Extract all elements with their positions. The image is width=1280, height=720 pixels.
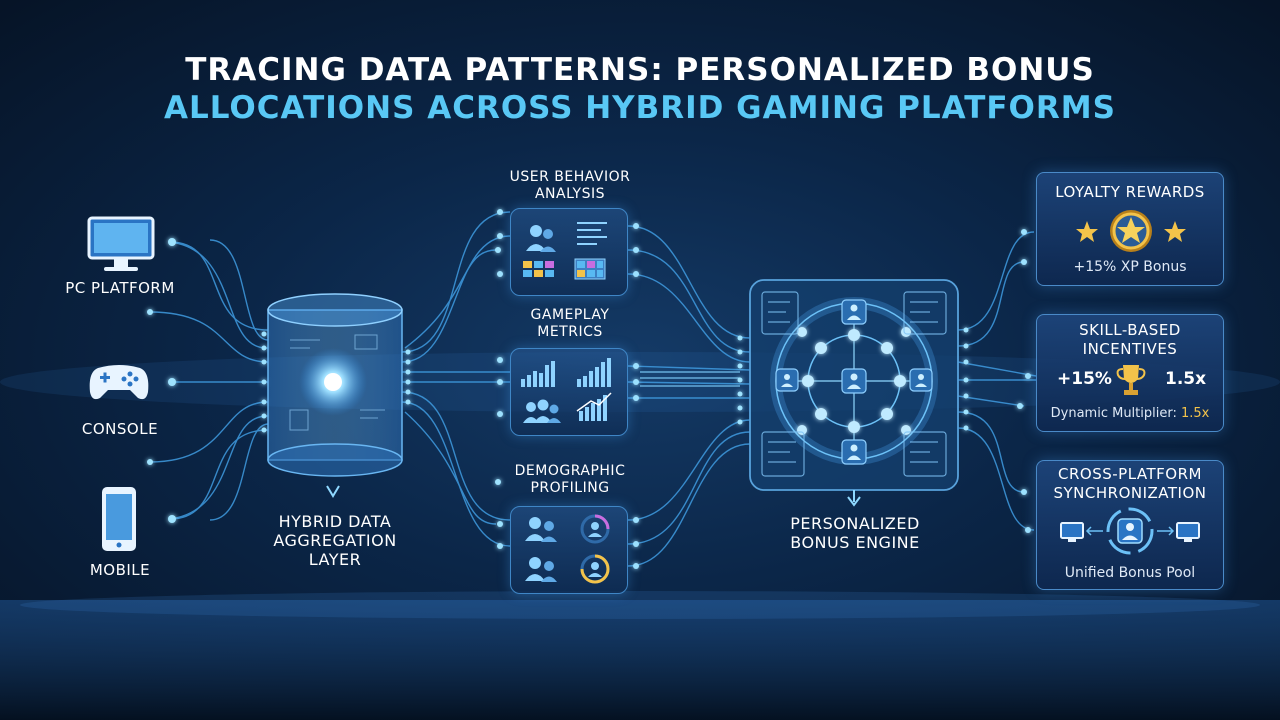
connector-lines	[149, 211, 1037, 567]
card-title-line: INCENTIVES	[1082, 340, 1178, 358]
trend-chart-icon	[576, 392, 612, 421]
trophy-icon	[1116, 365, 1146, 395]
analysis-title-demographic: DEMOGRAPHIC PROFILING	[480, 463, 660, 497]
engine-label-line: BONUS ENGINE	[790, 533, 920, 552]
profile-gauge-icon	[580, 554, 610, 584]
users-icon	[523, 399, 561, 423]
title-line-1: TRACING DATA PATTERNS: PERSONALIZED BONU…	[185, 52, 1095, 88]
aggregation-label: HYBRID DATA AGGREGATION LAYER	[250, 512, 420, 569]
gameplay-icons	[521, 358, 612, 423]
aggregation-label-line: LAYER	[308, 550, 362, 569]
engine-label-line: PERSONALIZED	[790, 514, 920, 533]
source-label: CONSOLE	[81, 420, 159, 438]
list-icon	[577, 222, 607, 245]
monitor-icon	[1060, 522, 1084, 542]
star-badge-icon	[1076, 210, 1186, 252]
source-label: MOBILE	[89, 561, 151, 579]
card-title: LOYALTY REWARDS	[1055, 183, 1205, 201]
card-title: SKILL-BASED INCENTIVES	[1037, 321, 1223, 359]
network-hub-icon	[749, 279, 959, 507]
connector-nodes	[147, 209, 1031, 569]
card-title: CROSS-PLATFORM SYNCHRONIZATION	[1037, 465, 1223, 503]
card-subtitle: +15% XP Bonus	[1073, 259, 1187, 275]
analysis-title-line: ANALYSIS	[534, 186, 606, 202]
multiplier-label: Dynamic Multiplier:	[1050, 406, 1181, 421]
engine-label: PERSONALIZED BONUS ENGINE	[770, 514, 940, 552]
output-card-skill: SKILL-BASED INCENTIVES +15% 1.5x Dynamic…	[1036, 314, 1224, 432]
analysis-title-line: GAMEPLAY	[530, 307, 610, 323]
users-icon	[525, 557, 557, 582]
card-title-line: CROSS-PLATFORM	[1058, 465, 1202, 483]
bar-chart-icon	[521, 361, 555, 387]
source-label: PC PLATFORM	[65, 279, 175, 297]
users-icon	[525, 517, 557, 542]
smartphone-icon	[102, 487, 136, 551]
multiplier-value: 1.5x	[1180, 406, 1210, 421]
demographic-icons	[525, 514, 610, 584]
monitor-icon	[87, 216, 155, 271]
analysis-title-line: USER BEHAVIOR	[509, 169, 631, 185]
card-title-line: SYNCHRONIZATION	[1053, 484, 1207, 502]
output-card-loyalty: LOYALTY REWARDS +15% XP Bonus	[1036, 172, 1224, 286]
analysis-panel-behavior	[510, 208, 628, 296]
profile-gauge-icon	[580, 514, 610, 544]
output-card-sync: CROSS-PLATFORM SYNCHRONIZATION Unified B…	[1036, 460, 1224, 590]
aggregation-label-line: HYBRID DATA	[278, 512, 392, 531]
card-title-line: SKILL-BASED	[1079, 321, 1181, 339]
analysis-title-behavior: USER BEHAVIOR ANALYSIS	[480, 169, 660, 203]
monitor-icon	[1176, 522, 1200, 542]
analysis-title-line: PROFILING	[530, 480, 610, 496]
behavior-icons	[523, 222, 607, 280]
analysis-title-line: METRICS	[537, 324, 603, 340]
aggregation-label-line: AGGREGATION	[273, 531, 397, 550]
sync-icon	[1060, 507, 1200, 555]
users-icon	[526, 225, 556, 252]
gamepad-icon	[89, 365, 149, 400]
signal-ticks	[640, 371, 740, 387]
title-line-2: ALLOCATIONS ACROSS HYBRID GAMING PLATFOR…	[164, 90, 1116, 126]
analysis-panel-demographic	[510, 506, 628, 594]
grid-icon	[574, 258, 606, 280]
analysis-title-gameplay: GAMEPLAY METRICS	[480, 307, 660, 341]
bar-chart-icon	[577, 358, 611, 387]
card-subtitle: Dynamic Multiplier: 1.5x	[1037, 406, 1223, 421]
data-cylinder-icon	[267, 293, 403, 498]
analysis-title-line: DEMOGRAPHIC	[514, 463, 626, 479]
analysis-panel-gameplay	[510, 348, 628, 436]
heatmap-icon	[523, 261, 554, 277]
card-subtitle: Unified Bonus Pool	[1064, 565, 1196, 581]
skill-left-value: +15%	[1057, 369, 1112, 389]
skill-right-value: 1.5x	[1165, 369, 1207, 389]
